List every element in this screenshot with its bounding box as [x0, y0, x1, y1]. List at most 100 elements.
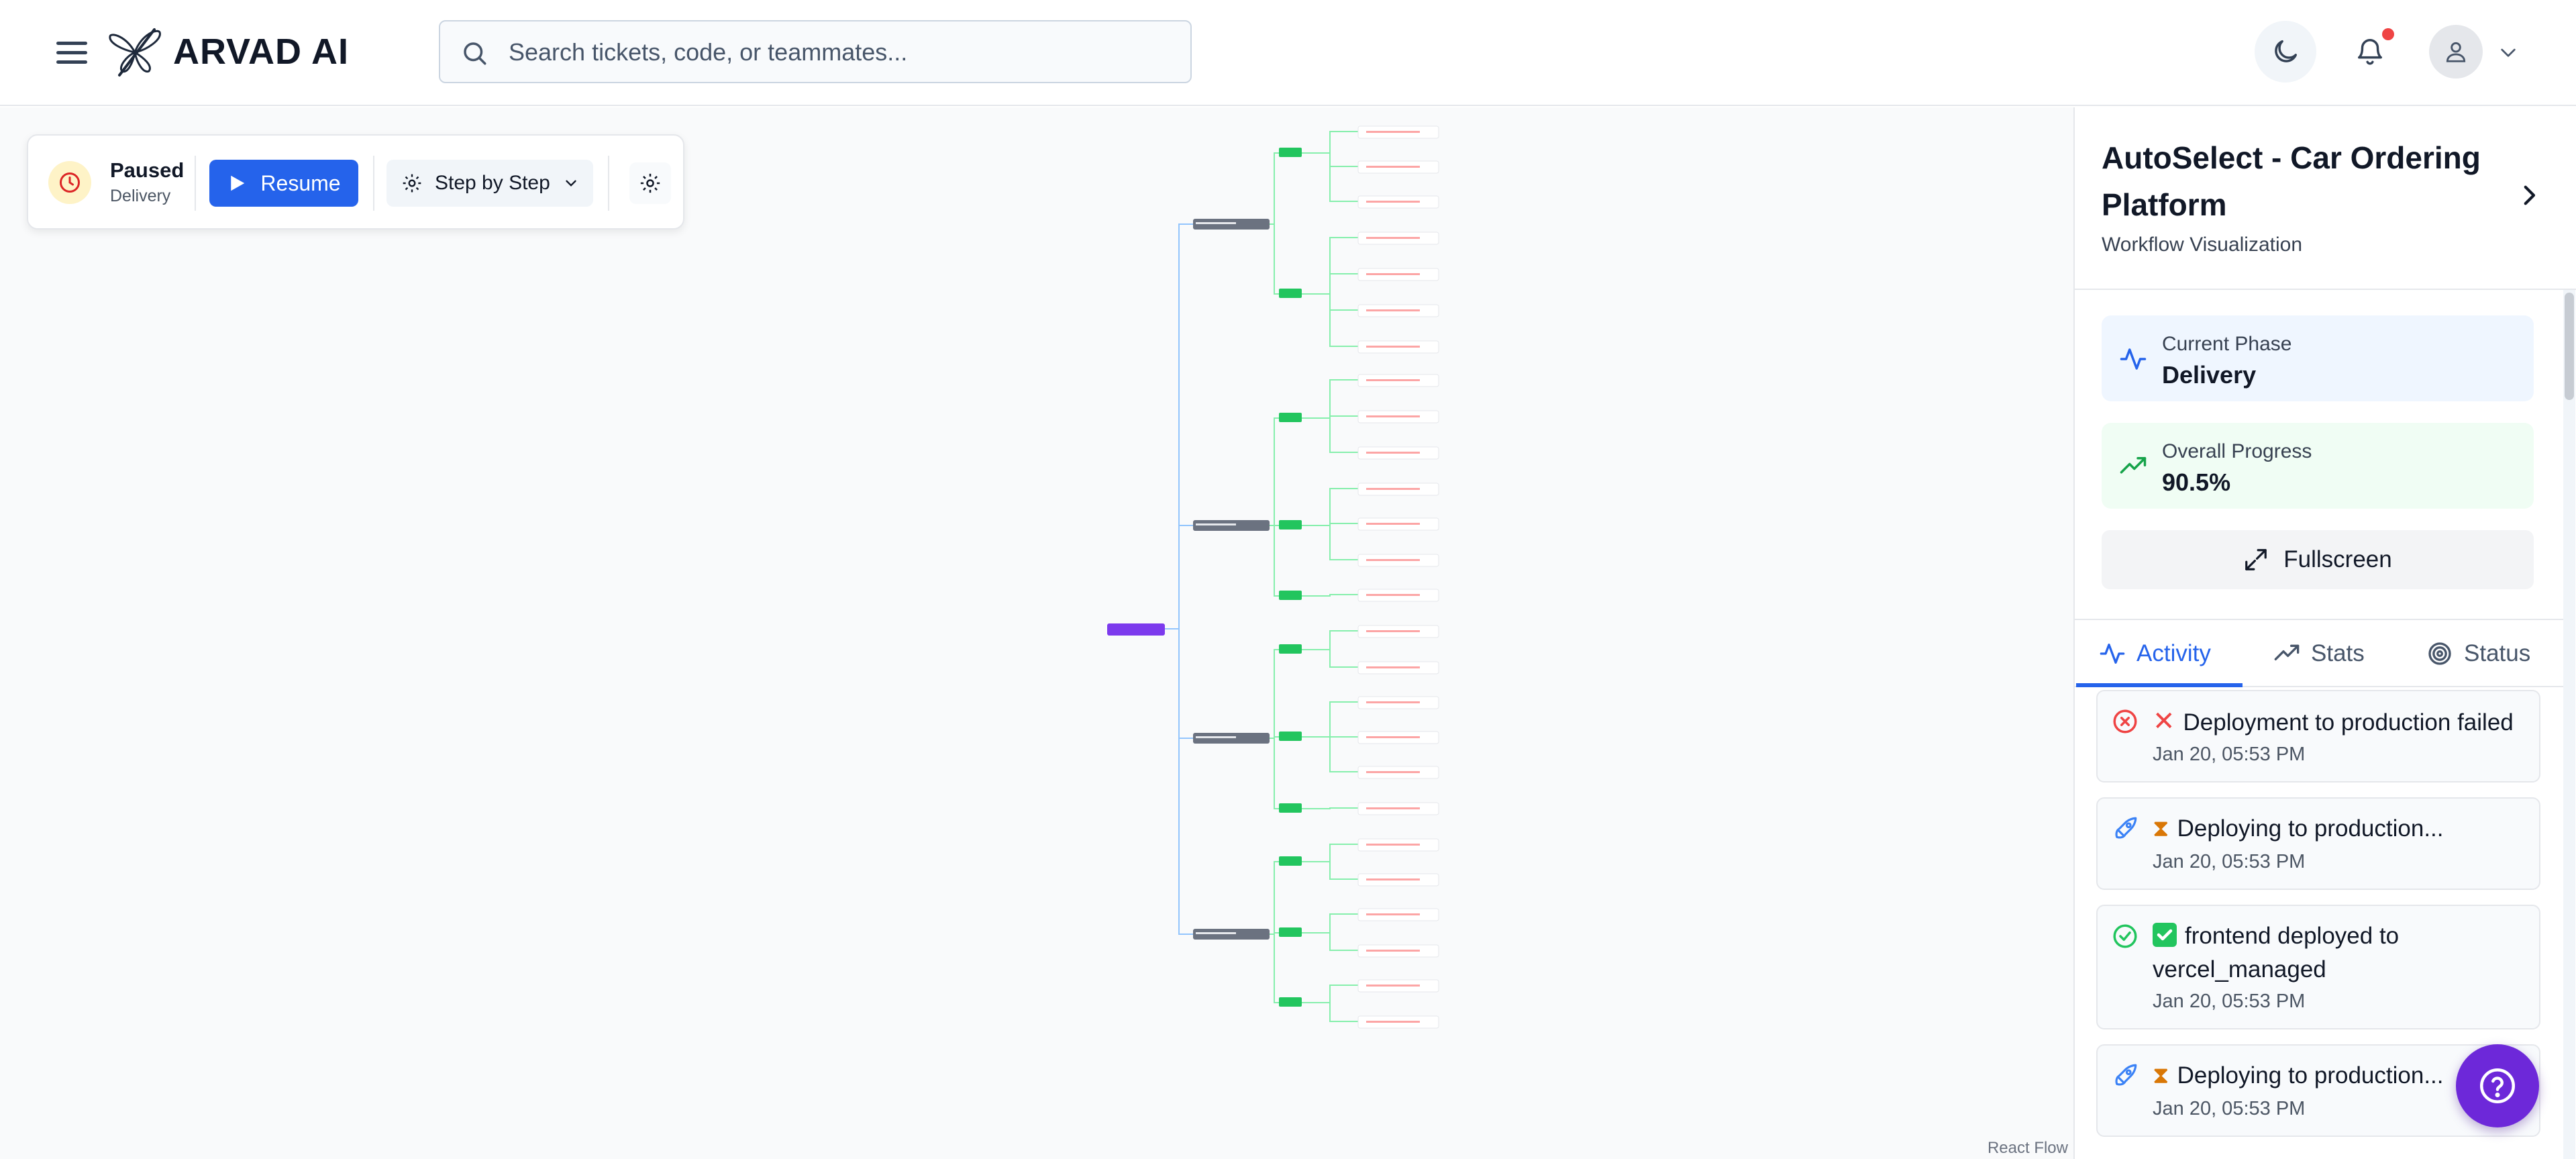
- activity-time: Jan 20, 05:53 PM: [2153, 744, 2306, 765]
- subtask-node-text: [1366, 379, 1420, 381]
- task-edge: [1270, 417, 1279, 526]
- search-input[interactable]: [509, 32, 1166, 72]
- tab-activity-label: Activity: [2136, 640, 2211, 666]
- task-edge: [1270, 861, 1279, 935]
- task-node[interactable]: [1279, 148, 1302, 157]
- fullscreen-label: Fullscreen: [2283, 546, 2392, 572]
- rocket-icon: [2115, 1064, 2137, 1086]
- menu-icon[interactable]: [56, 39, 90, 66]
- leaf-edge: [1302, 630, 1358, 650]
- leaf-edge: [1302, 807, 1358, 809]
- task-node[interactable]: [1279, 803, 1302, 813]
- activity-item: ✕Deployment to production failed Jan 20,…: [2096, 690, 2540, 783]
- workflow-canvas[interactable]: Paused Delivery Resume Step by Step Reac…: [0, 107, 2073, 1159]
- execution-mode-dropdown[interactable]: Step by Step: [387, 160, 593, 207]
- subtask-node-text: [1366, 950, 1420, 952]
- leaf-edge: [1302, 152, 1358, 202]
- task-node[interactable]: [1279, 413, 1302, 422]
- clock-icon: [60, 172, 80, 193]
- fullscreen-button[interactable]: Fullscreen: [2102, 530, 2534, 589]
- task-node[interactable]: [1279, 997, 1302, 1007]
- tab-stats[interactable]: Stats: [2273, 620, 2365, 687]
- current-phase-card: Current Phase Delivery: [2102, 315, 2534, 401]
- phase-edge: [1165, 525, 1193, 629]
- trending-up-icon: [2274, 644, 2300, 660]
- maximize-icon: [2245, 549, 2267, 570]
- overall-progress-label: Overall Progress: [2162, 440, 2312, 462]
- leaf-edge: [1302, 861, 1358, 880]
- subtask-node-text: [1366, 523, 1420, 525]
- task-node[interactable]: [1279, 289, 1302, 298]
- project-side-panel: AutoSelect - Car Ordering Platform Workf…: [2073, 107, 2576, 1159]
- help-button[interactable]: [2456, 1044, 2539, 1127]
- panel-tabs: Activity Stats Status: [2075, 619, 2563, 687]
- subtask-node-text: [1366, 237, 1420, 239]
- leaf-edge: [1302, 1002, 1358, 1022]
- brand-name: ARVAD AI: [173, 32, 350, 72]
- settings-button[interactable]: [629, 162, 671, 204]
- execution-status: Paused: [110, 158, 185, 182]
- notifications-button[interactable]: [2339, 21, 2401, 83]
- project-root-node[interactable]: [1107, 623, 1165, 636]
- target-icon: [2428, 642, 2451, 665]
- theme-toggle-button[interactable]: [2255, 21, 2316, 83]
- tab-activity[interactable]: Activity: [2099, 620, 2211, 687]
- chevron-right-icon[interactable]: [2515, 181, 2543, 209]
- task-node[interactable]: [1279, 732, 1302, 741]
- leaf-edge: [1302, 273, 1358, 295]
- leaf-edge: [1302, 844, 1358, 862]
- notification-dot: [2382, 28, 2394, 40]
- react-flow-attribution[interactable]: React Flow: [1987, 1139, 2068, 1157]
- subtask-node-text: [1366, 309, 1420, 311]
- task-node[interactable]: [1279, 591, 1302, 600]
- scrollbar-thumb[interactable]: [2565, 293, 2574, 400]
- subtask-node-text: [1366, 273, 1420, 275]
- task-node[interactable]: [1279, 856, 1302, 866]
- subtask-node-text: [1366, 559, 1420, 561]
- divider: [373, 156, 374, 211]
- activity-message: Deploying to production...: [2177, 1062, 2444, 1089]
- subtask-node-text: [1366, 346, 1420, 348]
- subtask-node-text: [1366, 630, 1420, 632]
- task-edge: [1270, 223, 1279, 295]
- leaf-edge: [1302, 293, 1358, 347]
- activity-time: Jan 20, 05:53 PM: [2153, 991, 2306, 1012]
- paused-status-badge: [48, 161, 91, 204]
- phase-node-text: [1196, 932, 1236, 934]
- leaf-edge: [1302, 417, 1358, 453]
- top-bar: ARVAD AI: [0, 0, 2576, 106]
- leaf-edge: [1302, 379, 1358, 419]
- search-bar[interactable]: [439, 20, 1192, 83]
- activity-message: Deploying to production...: [2177, 815, 2444, 842]
- user-avatar-button[interactable]: [2429, 25, 2483, 79]
- x-circle-icon: [2113, 709, 2137, 734]
- subtask-node-text: [1366, 1021, 1420, 1023]
- hourglass-icon: ⧗: [2153, 815, 2169, 842]
- task-edge: [1270, 152, 1279, 225]
- tab-status-label: Status: [2464, 640, 2531, 666]
- tab-stats-label: Stats: [2311, 640, 2365, 666]
- subtask-node-text: [1366, 452, 1420, 454]
- chevron-down-icon[interactable]: [2497, 42, 2519, 63]
- execution-mode-label: Step by Step: [435, 172, 550, 194]
- task-edge: [1270, 934, 1279, 1003]
- task-node[interactable]: [1279, 520, 1302, 530]
- task-node[interactable]: [1279, 927, 1302, 937]
- subtask-node-text: [1366, 807, 1420, 809]
- subtask-node-text: [1366, 166, 1420, 168]
- subtask-node-text: [1366, 415, 1420, 417]
- panel-scrollbar[interactable]: [2563, 290, 2575, 1159]
- resume-button[interactable]: Resume: [209, 160, 358, 207]
- subtask-node-text: [1366, 131, 1420, 133]
- task-node[interactable]: [1279, 644, 1302, 654]
- leaf-edge: [1302, 525, 1358, 560]
- tab-status[interactable]: Status: [2426, 620, 2530, 687]
- execution-phase: Delivery: [110, 187, 171, 205]
- subtask-node-text: [1366, 701, 1420, 703]
- workflow-graph[interactable]: [0, 107, 2073, 1159]
- leaf-edge: [1302, 649, 1358, 668]
- resume-label: Resume: [260, 170, 341, 195]
- phase-node-text: [1196, 736, 1236, 738]
- subtask-node-text: [1366, 985, 1420, 987]
- task-edge: [1270, 738, 1279, 809]
